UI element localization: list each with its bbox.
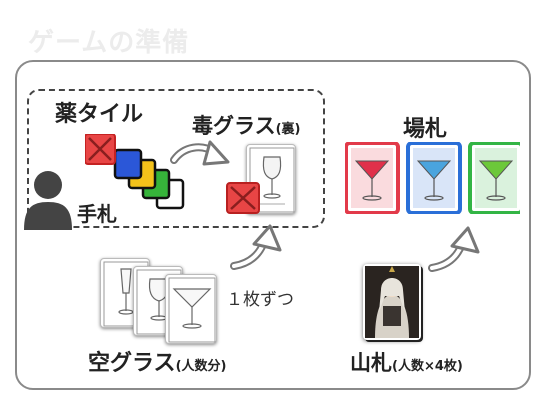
field-cards xyxy=(344,141,524,215)
person-icon xyxy=(22,168,74,232)
up-arrow-icon xyxy=(228,222,284,272)
deck-arrow-icon xyxy=(426,222,482,274)
field-cards-drawing xyxy=(344,141,524,215)
deck-label: 山札(人数×4枚) xyxy=(350,347,463,377)
hand-area xyxy=(27,89,325,228)
medicine-tile-red xyxy=(226,182,260,214)
field-card-3 xyxy=(468,141,524,215)
empty-glass-text: 空グラス xyxy=(88,351,176,376)
empty-glass-label: 空グラス(人数分) xyxy=(88,345,226,377)
field-card-2 xyxy=(406,141,462,215)
hand-label: 手札 xyxy=(77,202,117,226)
poison-glass-text: 毒グラス xyxy=(192,114,276,138)
empty-glass-card-3 xyxy=(165,274,217,344)
medicine-tile-label: 薬タイル xyxy=(55,102,144,127)
one-each-label: １枚ずつ xyxy=(226,290,294,310)
poison-glass-note: (裏) xyxy=(275,122,301,137)
setup-panel xyxy=(15,60,531,390)
field-card-1 xyxy=(344,141,400,215)
field-cards-label: 場札 xyxy=(403,117,448,142)
deck-text: 山札 xyxy=(350,351,392,375)
curved-arrow-icon xyxy=(170,138,230,178)
poison-glass-label: 毒グラス(裏) xyxy=(192,110,300,140)
deck-note: (人数×4枚) xyxy=(392,359,463,374)
setup-heading: ゲームの準備 xyxy=(28,28,190,58)
medicine-tile-stack xyxy=(84,133,185,214)
deck-card xyxy=(363,264,421,340)
empty-glass-note: (人数分) xyxy=(175,359,227,374)
